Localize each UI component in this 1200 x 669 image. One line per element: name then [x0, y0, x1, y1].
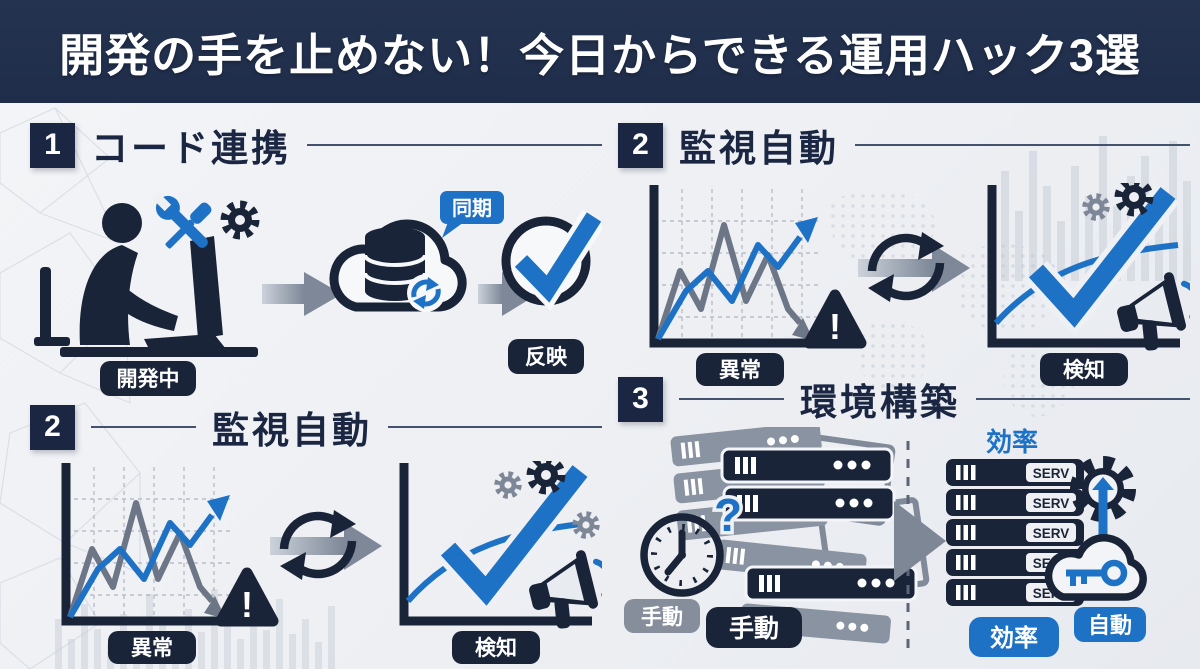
- gear-icon: [1114, 183, 1154, 217]
- section1-rule: [307, 144, 602, 146]
- gear-icon: [1082, 193, 1110, 221]
- warning-triangle-icon: !: [803, 289, 867, 349]
- svg-text:手動: 手動: [641, 606, 683, 629]
- svg-text:検知: 検知: [1063, 358, 1105, 382]
- screwdriver-icon: [165, 202, 212, 249]
- server-row: SERV: [946, 459, 1084, 486]
- svg-text:?: ?: [714, 489, 742, 541]
- section1-illustration: 開発中: [34, 191, 602, 396]
- transition-arrow-icon: [894, 501, 946, 581]
- section2-illustration: ! 異常: [649, 183, 1190, 386]
- svg-text:!: !: [241, 584, 253, 625]
- megaphone-icon: [1117, 272, 1190, 351]
- gear-icon: [220, 200, 260, 240]
- svg-text:異常: 異常: [719, 358, 761, 382]
- detect-chart-icon: [987, 183, 1190, 351]
- section4-header: 3 環境構築: [618, 375, 1190, 423]
- section-code-integration: 1 コード連携: [30, 121, 602, 399]
- gear-up-arrow-icon: [1070, 456, 1136, 537]
- gear-icon: [526, 461, 566, 495]
- section1-title: コード連携: [91, 128, 291, 169]
- anomaly-chart-icon: !: [649, 185, 867, 349]
- manual-badge-navy: 手動: [706, 607, 802, 648]
- svg-text:反映: 反映: [525, 346, 568, 369]
- server-bar-navy: [720, 447, 894, 484]
- auto-badge: 自動: [1074, 607, 1146, 642]
- page-title: 開発の手を止めない！今日からできる運用ハック3選: [59, 30, 1141, 81]
- board: 1 コード連携: [0, 103, 1200, 669]
- section3-rule-left: [91, 426, 196, 428]
- anomaly-chart-icon: !: [61, 463, 279, 627]
- section4-rule-right: [976, 398, 1190, 400]
- svg-text:手動: 手動: [729, 615, 779, 643]
- flow-arrow-icon: [262, 272, 342, 316]
- section1-header: 1 コード連携: [30, 121, 602, 169]
- svg-text:SERV: SERV: [1033, 466, 1070, 481]
- efficiency-badge: 効率: [969, 617, 1059, 657]
- server-bar-navy: [722, 485, 896, 522]
- section3-title: 監視自動: [212, 410, 372, 451]
- section3-number-badge: 2: [30, 404, 75, 450]
- svg-text:SERV: SERV: [1033, 526, 1070, 541]
- detect-chart-icon: [399, 461, 602, 629]
- messy-server-stack-icon: [670, 427, 930, 644]
- section-monitoring-bottom: 2 監視自動: [30, 403, 602, 665]
- developer-at-computer-icon: [34, 203, 258, 357]
- svg-text:同期: 同期: [452, 197, 492, 220]
- section2-header: 2 監視自動: [618, 121, 1190, 169]
- detect-badge: 検知: [1040, 353, 1128, 386]
- server-bar-navy: [744, 565, 918, 602]
- section2-rule: [855, 144, 1190, 146]
- section3-rule-right: [388, 426, 602, 428]
- section4-rule-left: [679, 398, 784, 400]
- title-bar: 開発の手を止めない！今日からできる運用ハック3選: [0, 0, 1200, 103]
- efficiency-caption: 効率: [986, 427, 1038, 457]
- svg-text:自動: 自動: [1088, 613, 1132, 638]
- section-environment-build: 3 環境構築: [618, 375, 1190, 663]
- gear-icon: [494, 471, 522, 499]
- detect-badge: 検知: [452, 631, 540, 664]
- check-circle-icon: [501, 209, 602, 311]
- section2-title: 監視自動: [679, 128, 839, 169]
- cloud-database-icon: 同期: [329, 191, 504, 312]
- section4-number-badge: 3: [618, 376, 663, 422]
- gear-icon: [572, 511, 600, 539]
- section1-number-badge: 1: [30, 122, 75, 168]
- clock-icon: ?: [640, 486, 746, 597]
- section-monitoring-top: 2 監視自動: [618, 121, 1190, 387]
- refresh-arrow-icon: [270, 510, 382, 580]
- wrench-icon: [152, 192, 208, 248]
- dev-status-badge: 開発中: [100, 361, 196, 396]
- svg-text:検知: 検知: [475, 636, 517, 660]
- section2-number-badge: 2: [618, 122, 663, 168]
- section3-header: 2 監視自動: [30, 403, 602, 451]
- svg-text:開発中: 開発中: [117, 368, 180, 391]
- anomaly-badge: 異常: [696, 353, 784, 386]
- sync-speech-bubble: 同期: [440, 191, 504, 238]
- manual-badge-gray: 手動: [624, 599, 700, 633]
- section4-illustration: ? 手動 手動 効率: [624, 427, 1147, 657]
- reflect-badge: 反映: [508, 339, 584, 374]
- section4-title: 環境構築: [800, 382, 960, 423]
- server-row: SERV: [946, 489, 1084, 516]
- megaphone-icon: [529, 550, 602, 629]
- svg-text:!: !: [829, 306, 841, 347]
- svg-text:異常: 異常: [131, 636, 173, 660]
- server-row: SERV: [946, 519, 1084, 546]
- warning-triangle-icon: !: [215, 567, 279, 627]
- section3-illustration: ! 異常: [61, 461, 602, 664]
- svg-text:SERV: SERV: [1033, 496, 1070, 511]
- svg-text:効率: 効率: [990, 624, 1038, 652]
- anomaly-badge: 異常: [108, 631, 196, 664]
- tidy-server-stack: 効率 SERV SERV: [946, 427, 1147, 657]
- refresh-arrow-icon: [858, 232, 970, 302]
- cloud-key-icon: [1044, 534, 1147, 601]
- sync-icon: [407, 274, 445, 312]
